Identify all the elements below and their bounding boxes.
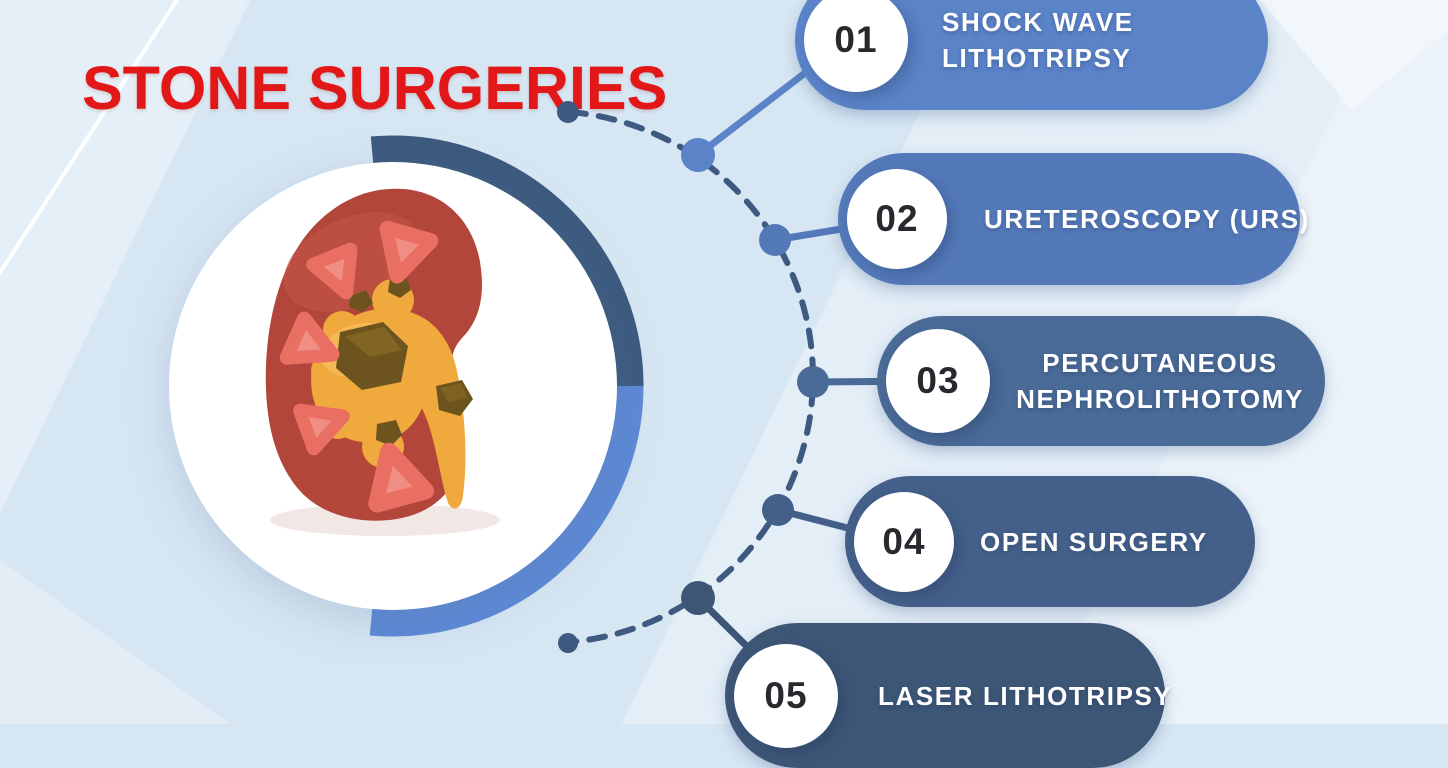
item-2-number: 02 (875, 198, 919, 239)
item-2-label-line1: URETEROSCOPY (URS) (984, 204, 1310, 234)
kidney-body (265, 188, 482, 521)
item-4-number: 04 (882, 520, 926, 562)
item-3-number: 03 (916, 360, 960, 401)
surgery-item-5: 05 LASER LITHOTRIPSY (725, 623, 1171, 768)
kidney-calyces (279, 220, 439, 513)
kidney-icon (265, 188, 500, 536)
item-5-label: LASER LITHOTRIPSY (878, 678, 1172, 714)
item-1-number: 01 (834, 19, 878, 60)
kidney-highlight (283, 212, 421, 312)
arc-node-2 (759, 224, 791, 256)
item-3-label-line2: NEPHROLITHOTOMY (1016, 384, 1304, 414)
background-diagonal-line (0, 0, 185, 285)
item-2-label: URETEROSCOPY (URS) (984, 201, 1310, 237)
item-4-label: OPEN SURGERY (980, 524, 1208, 560)
arc-end-dot-bottom (558, 633, 578, 653)
item-3-label: PERCUTANEOUS NEPHROLITHOTOMY (1010, 345, 1310, 417)
circle-arc-top (370, 135, 644, 387)
surgery-item-1: 01 SHOCK WAVE LITHOTRIPSY (795, 0, 1268, 110)
item-5-number-circle: 05 (734, 643, 838, 748)
renal-pelvis (311, 279, 466, 509)
surgery-item-4: 04 OPEN SURGERY (845, 476, 1255, 607)
item-5-label-line1: LASER LITHOTRIPSY (878, 680, 1173, 711)
illustration-circle (169, 162, 617, 610)
item-3-number-circle: 03 (886, 329, 990, 433)
item-5-number: 05 (764, 674, 808, 716)
item-1-label: SHOCK WAVE LITHOTRIPSY (942, 4, 1134, 76)
arc-node-4 (762, 494, 794, 526)
item-3-label-line1: PERCUTANEOUS (1042, 348, 1278, 378)
item-1-number-circle: 01 (804, 0, 908, 92)
item-4-number-circle: 04 (854, 491, 954, 592)
item-4-label-line1: OPEN SURGERY (980, 526, 1208, 557)
item-1-label-line1: SHOCK WAVE (942, 7, 1134, 37)
arc-node-1 (681, 138, 715, 172)
arc-node-3 (797, 366, 829, 398)
arc-node-5 (681, 581, 715, 615)
circle-arc-bottom (369, 385, 644, 637)
surgery-item-3: 03 PERCUTANEOUS NEPHROLITHOTOMY (877, 316, 1325, 446)
dashed-timeline-arc (567, 109, 816, 645)
kidney-stones (336, 276, 473, 446)
surgery-item-2: 02 URETEROSCOPY (URS) (838, 153, 1308, 285)
background-corner-shape (0, 560, 230, 724)
item-2-number-circle: 02 (847, 169, 947, 269)
item-1-label-line2: LITHOTRIPSY (942, 43, 1132, 73)
page-title: STONE SURGERIES (82, 53, 668, 122)
